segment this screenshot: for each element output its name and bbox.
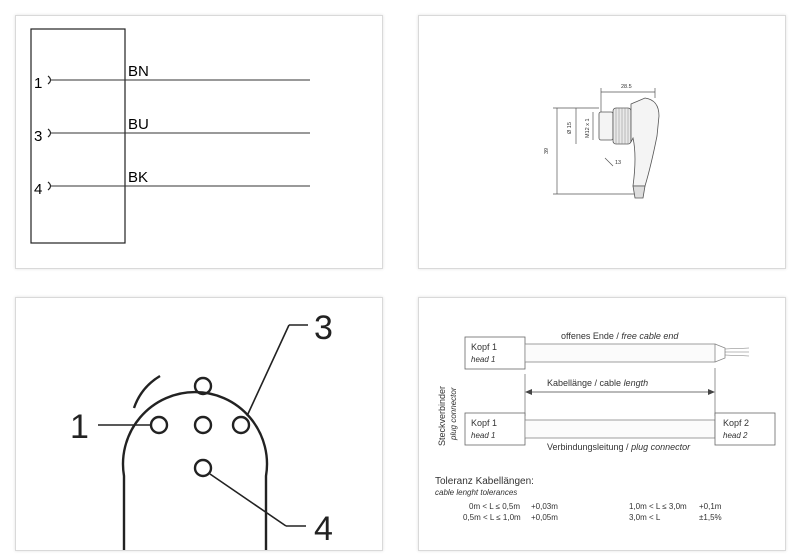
height-value: 39 bbox=[544, 148, 550, 154]
pin-hole-top bbox=[193, 376, 213, 396]
tol-value-2: +0,1m bbox=[699, 502, 722, 511]
wire-label-3: BU bbox=[128, 116, 149, 133]
wrench-indicator bbox=[604, 157, 614, 167]
wiring-diagram: 1 BN 3 BU 4 BK bbox=[30, 28, 310, 244]
side-label: Steckverbinder bbox=[437, 386, 447, 446]
tol-value-3: ±1,5% bbox=[699, 513, 722, 522]
pin-number-4: 4 bbox=[34, 181, 42, 198]
pinout-panel: 1 3 4 bbox=[15, 297, 383, 551]
pin-hole-3 bbox=[231, 415, 251, 435]
dimension-drawing: 28.5 39 Ø 15 M12 x 1 13 bbox=[544, 84, 660, 199]
free-end-text: offenes Ende / bbox=[561, 331, 621, 341]
width-value: 28.5 bbox=[621, 84, 632, 90]
angled-connector-body bbox=[598, 97, 660, 199]
pinout-diagram: 1 3 4 bbox=[70, 309, 333, 550]
wrench-value: 13 bbox=[615, 160, 621, 166]
cable-sheath-end bbox=[714, 343, 726, 363]
connection-label: Verbindungsleitung / plug connector bbox=[547, 442, 691, 452]
free-end-text-en: free cable end bbox=[621, 331, 679, 341]
pin-number-3: 3 bbox=[34, 128, 42, 145]
pin-label-4: 4 bbox=[314, 510, 333, 548]
free-cable-body bbox=[524, 343, 716, 363]
leader-line-4 bbox=[209, 473, 287, 527]
thread-value: M12 x 1 bbox=[585, 118, 591, 138]
wire-label-4: BK bbox=[128, 169, 148, 186]
connector-body bbox=[30, 28, 126, 244]
diameter-value: Ø 15 bbox=[567, 122, 573, 134]
pin-hole-1 bbox=[149, 415, 169, 435]
length-text: Kabellänge / cable bbox=[547, 378, 624, 388]
tol-range-0: 0m < L ≤ 0,5m bbox=[469, 502, 520, 511]
pin-label-1: 1 bbox=[70, 408, 89, 446]
length-arrow-right bbox=[708, 389, 715, 395]
head2-label: Kopf 2 bbox=[723, 418, 749, 428]
length-label: Kabellänge / cable length bbox=[547, 378, 648, 388]
head1-label-en: head 1 bbox=[471, 355, 495, 364]
coding-notch bbox=[132, 374, 161, 409]
head2-label-en: head 2 bbox=[723, 431, 748, 440]
free-wire-ends bbox=[724, 347, 750, 357]
tol-value-1: +0,05m bbox=[531, 513, 558, 522]
head1-label: Kopf 1 bbox=[471, 342, 497, 352]
tol-range-2: 1,0m < L ≤ 3,0m bbox=[629, 502, 687, 511]
tol-range-3: 3,0m < L bbox=[629, 513, 661, 522]
connection-cable-body bbox=[524, 419, 716, 439]
head1b-label-en: head 1 bbox=[471, 431, 495, 440]
connection-text: Verbindungsleitung / bbox=[547, 442, 631, 452]
connector-outline bbox=[121, 390, 269, 550]
pin-hole-4 bbox=[193, 458, 213, 478]
cable-length-panel: Steckverbinder plug connector Kopf 1 hea… bbox=[418, 297, 786, 551]
leader-line-3 bbox=[246, 324, 290, 417]
length-text-en: length bbox=[624, 378, 649, 388]
length-arrow-left bbox=[525, 389, 532, 395]
knurl-lines bbox=[615, 108, 629, 144]
tolerance-subtitle: cable lenght tolerances bbox=[435, 488, 517, 497]
head1b-label: Kopf 1 bbox=[471, 418, 497, 428]
pin-number-1: 1 bbox=[34, 75, 42, 92]
head2-box bbox=[714, 412, 776, 446]
side-label-en: plug connector bbox=[449, 387, 458, 441]
tol-value-0: +0,03m bbox=[531, 502, 558, 511]
pin-label-3: 3 bbox=[314, 309, 333, 347]
connection-text-en: plug connector bbox=[630, 442, 691, 452]
free-end-label: offenes Ende / free cable end bbox=[561, 331, 679, 341]
head1-box-bottom bbox=[464, 412, 526, 446]
tol-range-1: 0,5m < L ≤ 1,0m bbox=[463, 513, 521, 522]
dimension-drawing-panel: 28.5 39 Ø 15 M12 x 1 13 bbox=[418, 15, 786, 269]
head1-box-top bbox=[464, 336, 526, 370]
cable-length-diagram: Steckverbinder plug connector Kopf 1 hea… bbox=[435, 331, 776, 522]
pin-hole-center bbox=[193, 415, 213, 435]
wiring-diagram-panel: 1 BN 3 BU 4 BK bbox=[15, 15, 383, 269]
tolerance-title: Toleranz Kabellängen: bbox=[435, 476, 534, 487]
wire-label-1: BN bbox=[128, 63, 149, 80]
